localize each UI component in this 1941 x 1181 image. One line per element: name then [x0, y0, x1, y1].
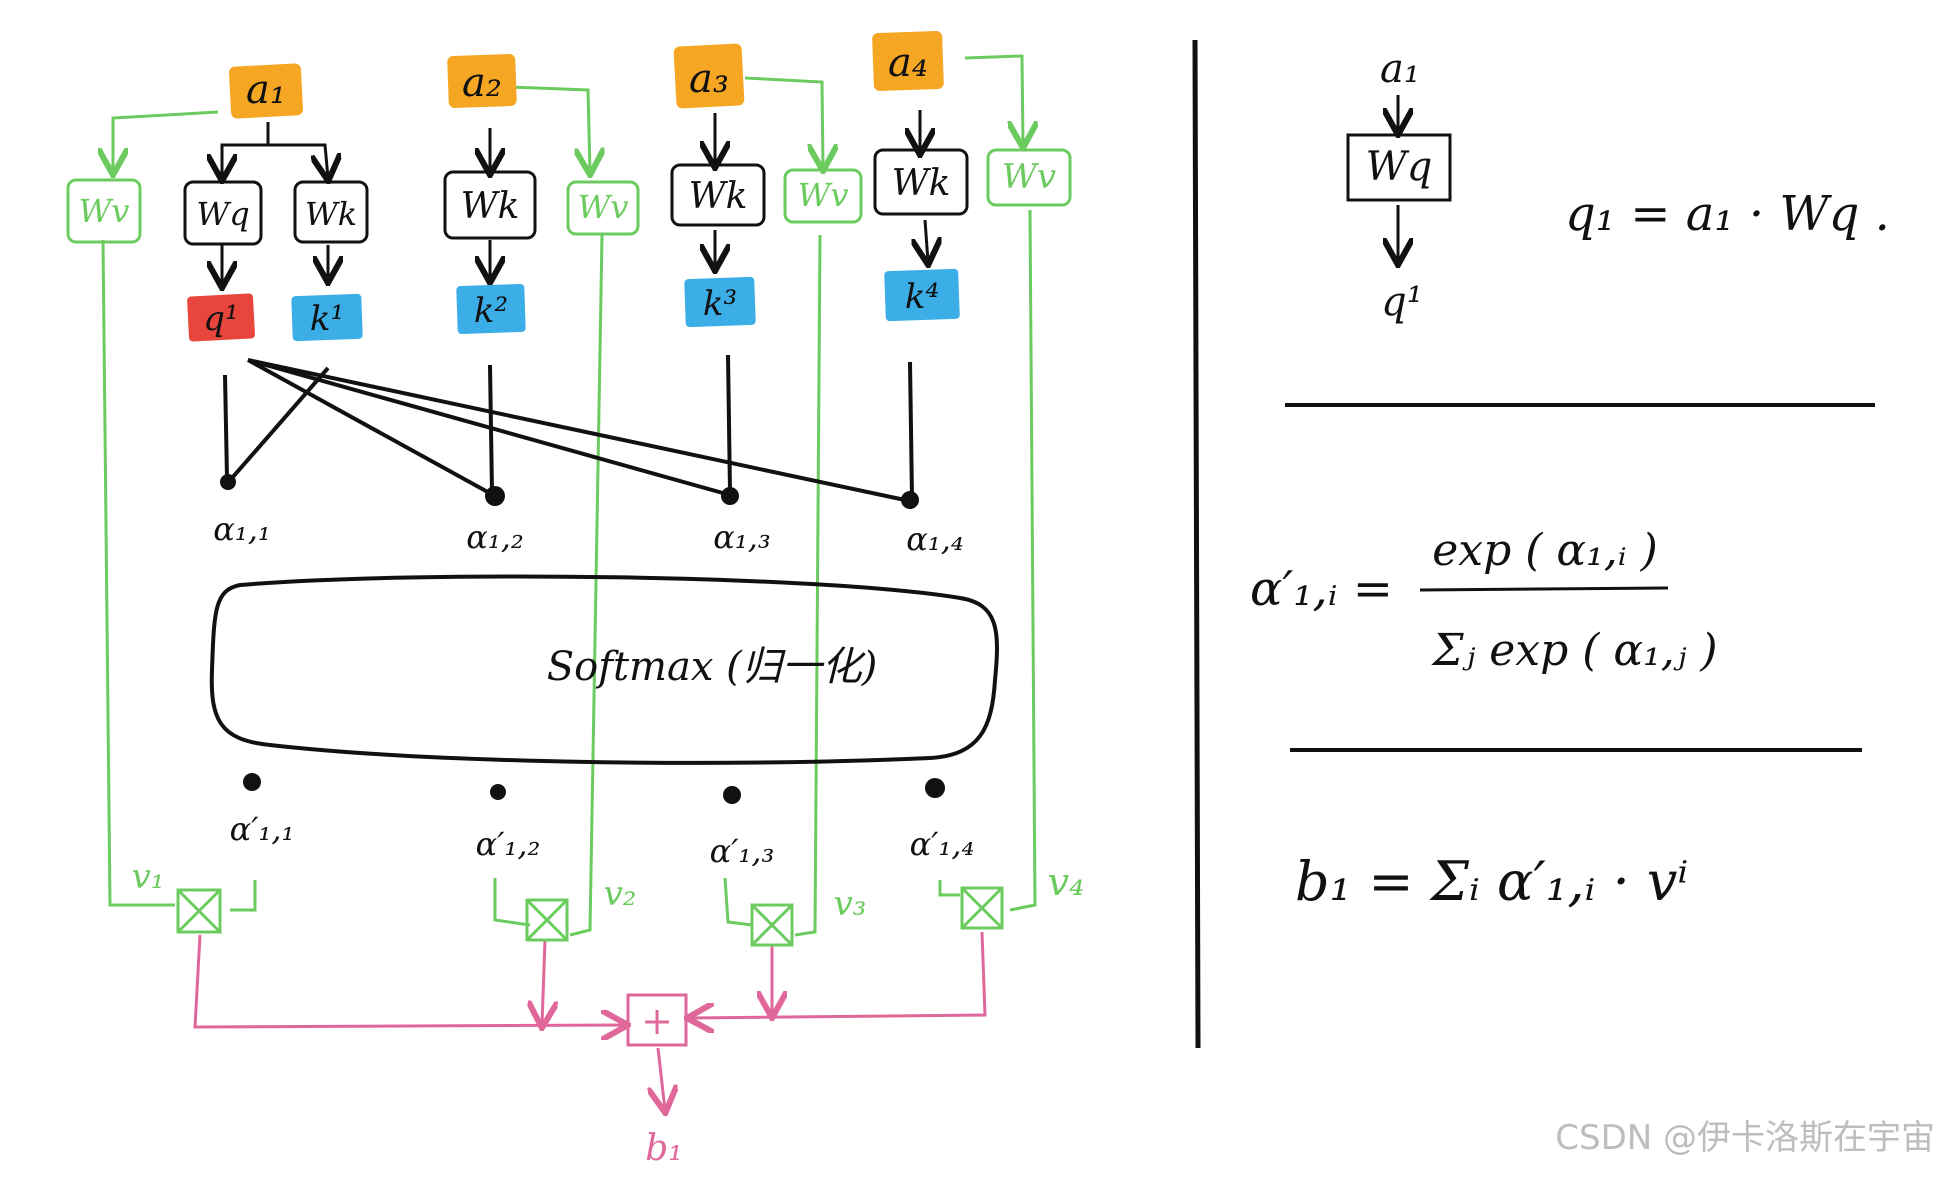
key-label-4: k⁴ — [905, 277, 939, 317]
sum-symbol: + — [641, 999, 673, 1043]
side-output-label: q¹ — [1381, 279, 1423, 325]
wq-label: Wq — [196, 195, 249, 233]
alpha-label-4: α₁,₄ — [906, 520, 963, 558]
value-paths — [103, 54, 1035, 937]
score-dots — [220, 474, 945, 804]
value-label-3: v₃ — [834, 884, 867, 924]
score-lines — [223, 354, 914, 502]
qk-badges — [187, 268, 960, 342]
alpha-prime-label-4: α′₁,₄ — [910, 825, 975, 863]
output-label: b₁ — [645, 1128, 682, 1169]
softmax-denominator: Σⱼ exp ( α₁,ⱼ ) — [1431, 625, 1718, 676]
sum-box — [626, 993, 688, 1047]
wk-label-2: Wk — [461, 186, 520, 227]
alpha-label-2: α₁,₂ — [466, 518, 523, 556]
panel-divider — [1192, 39, 1201, 1049]
wk-label-1: Wk — [305, 195, 357, 233]
wv-label-2: Wv — [578, 188, 629, 226]
alpha-prime-label-2: α′₁,₂ — [476, 825, 541, 863]
watermark: CSDN @伊卡洛斯在宇宙 — [1555, 1118, 1935, 1158]
weight-arrows — [222, 110, 928, 285]
softmax-label: Softmax (归一化) — [547, 644, 878, 690]
key-label-2: k² — [474, 291, 508, 331]
alpha-label-1: α₁,₁ — [213, 510, 270, 548]
value-label-1: v₁ — [132, 857, 165, 897]
wk-label-4: Wk — [892, 163, 951, 204]
value-label-2: v₂ — [604, 874, 637, 914]
softmax-numerator: exp ( α₁,ᵢ ) — [1432, 525, 1658, 576]
fraction-bar — [1419, 586, 1669, 592]
input-badges — [228, 31, 944, 119]
weight-boxes — [66, 148, 1072, 246]
side-weight-label: Wq — [1366, 144, 1433, 190]
alpha-prime-label-3: α′₁,₃ — [710, 832, 775, 870]
wv-label-1: Wv — [79, 192, 130, 230]
wv-label-4: Wv — [1002, 157, 1056, 197]
input-label-4: a₄ — [888, 40, 928, 86]
input-label-3: a₃ — [689, 56, 729, 102]
softmax-lhs: α′₁,ᵢ = — [1250, 561, 1393, 617]
side-input-label: a₁ — [1380, 46, 1420, 92]
softmax-box — [209, 574, 999, 765]
alpha-label-3: α₁,₃ — [713, 518, 770, 556]
wk-label-3: Wk — [689, 176, 748, 217]
alpha-prime-label-1: α′₁,₁ — [230, 810, 295, 848]
key-label-1: k¹ — [310, 299, 344, 339]
value-label-4: v₄ — [1048, 860, 1085, 904]
output-formula: b₁ = Σᵢ α′₁,ᵢ · vⁱ — [1295, 850, 1688, 913]
input-label-2: a₂ — [462, 60, 502, 106]
key-label-3: k³ — [703, 284, 737, 324]
query-label: q¹ — [203, 299, 238, 339]
sum-paths — [193, 931, 987, 1110]
query-formula: q₁ = a₁ · Wq . — [1565, 186, 1890, 242]
input-label-1: a₁ — [246, 67, 286, 113]
multiply-boxes — [176, 886, 1004, 947]
wv-label-3: Wv — [798, 176, 849, 214]
